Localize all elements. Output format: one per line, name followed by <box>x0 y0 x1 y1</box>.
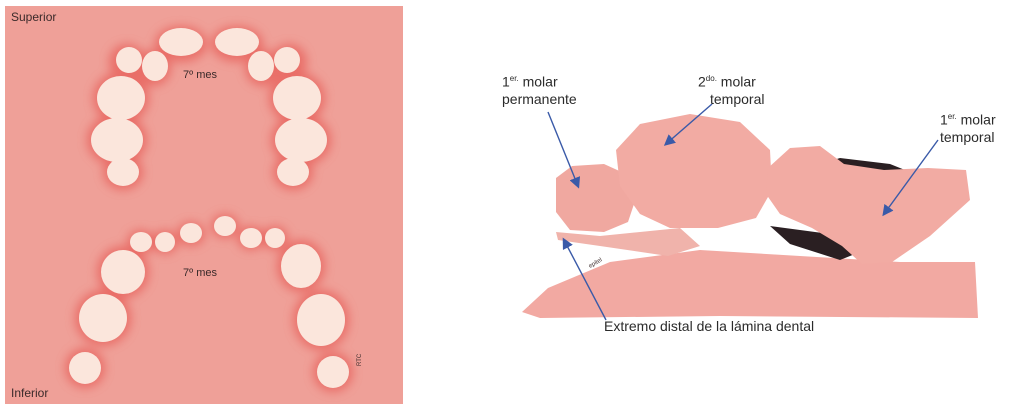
label-lamina-dental: Extremo distal de la lámina dental <box>604 318 814 335</box>
label-number: 1 <box>940 112 948 128</box>
lamina-dental <box>556 228 700 256</box>
label-word: molar <box>717 74 756 90</box>
label-number: 2 <box>698 74 706 90</box>
label-line2: temporal <box>940 129 994 145</box>
label-first-temporal-molar: 1er. molar temporal <box>940 108 996 146</box>
label-number: 1 <box>502 74 510 90</box>
label-line2: permanente <box>502 91 577 107</box>
label-word: molar <box>957 112 996 128</box>
label-first-permanent-molar: 1er. molar permanente <box>502 70 577 108</box>
label-ordinal: er. <box>510 74 519 83</box>
gum-tissue <box>522 250 978 318</box>
label-ordinal: er. <box>948 112 957 121</box>
label-line2: temporal <box>698 91 764 107</box>
second-temporal-molar <box>616 114 772 228</box>
label-second-temporal-molar: 2do. molar temporal <box>698 70 764 108</box>
label-ordinal: do. <box>706 74 717 83</box>
label-word: molar <box>519 74 558 90</box>
